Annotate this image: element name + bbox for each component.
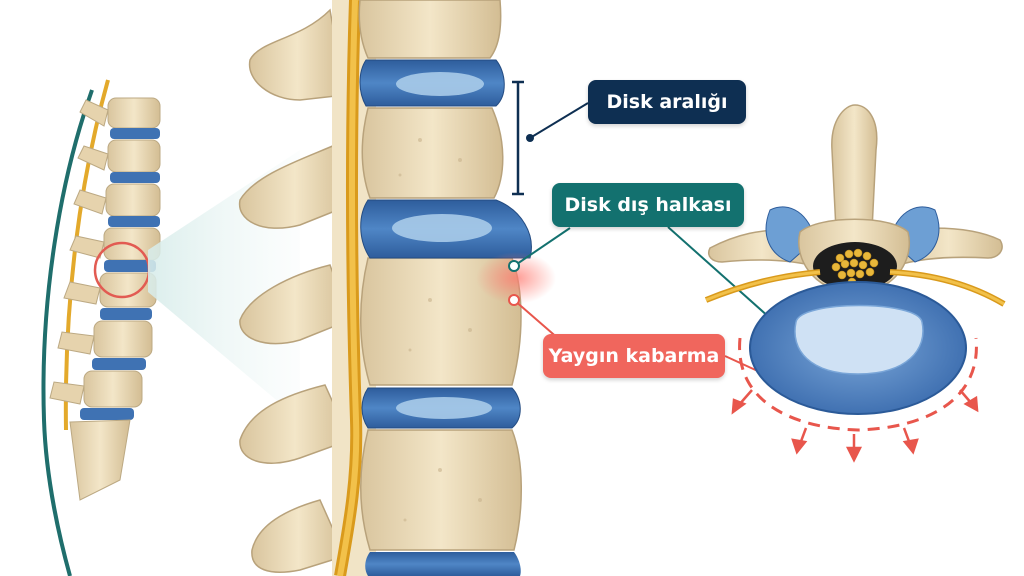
bulge-outline <box>738 337 978 432</box>
spine-closeup <box>238 0 556 576</box>
bulge-arrows <box>731 389 979 463</box>
outer-ring-label: Disk dış halkası <box>552 183 744 227</box>
body-outline <box>41 89 94 576</box>
disc-space-label: Disk aralığı <box>588 80 746 124</box>
vertebra-top-view <box>704 104 1006 463</box>
discs <box>359 59 556 576</box>
side-processes <box>49 99 109 405</box>
diffuse-bulge-label: Yaygın kabarma <box>543 334 725 378</box>
